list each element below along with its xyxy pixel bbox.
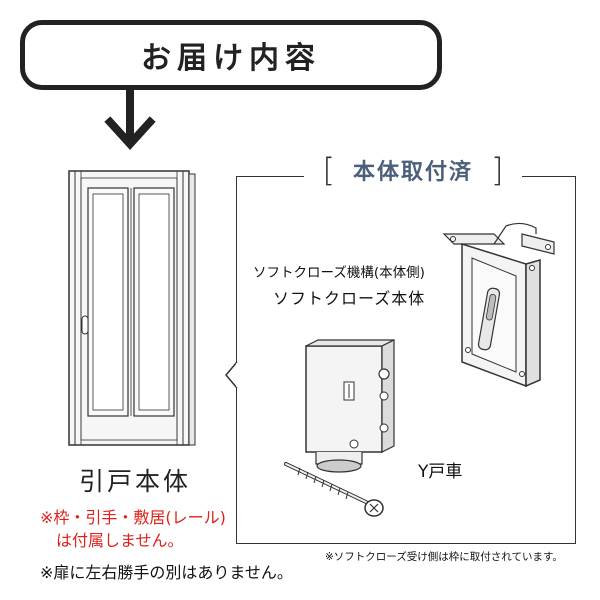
soft-close-mechanism-drawing [442, 222, 555, 388]
hardware-illustrations [284, 222, 555, 517]
panel-title-text: 本体取付済 [352, 160, 473, 185]
handedness-note: ※扉に左右勝手の別はありません。 [40, 563, 293, 582]
not-included-line-2: は付属しません。 [56, 531, 184, 550]
right-bracket: ] [491, 151, 504, 189]
panel-title: [ 本体取付済 ] [304, 148, 522, 192]
y-roller-label: Y戸車 [418, 462, 463, 482]
down-arrow-icon [104, 88, 156, 150]
not-included-line-1: ※枠・引手・敷居(レール) [40, 508, 226, 527]
y-roller-drawing [305, 339, 395, 473]
banner-title: お届け内容 [141, 41, 321, 76]
soft-close-body-label: ソフトクローズ本体 [273, 289, 426, 308]
screw-drawing [284, 462, 384, 517]
contents-banner: お届け内容 [20, 20, 442, 90]
sliding-door-illustration [68, 170, 196, 446]
soft-close-mechanism-label: ソフトクローズ機構(本体側) [253, 265, 425, 281]
door-label: 引戸本体 [78, 467, 191, 496]
callout-pointer [225, 361, 240, 389]
left-bracket: [ [322, 151, 335, 189]
not-included-note: ※枠・引手・敷居(レール) は付属しません。 [40, 506, 250, 552]
receiver-footnote: ※ソフトクローズ受け側は枠に取付されています。 [325, 551, 563, 563]
